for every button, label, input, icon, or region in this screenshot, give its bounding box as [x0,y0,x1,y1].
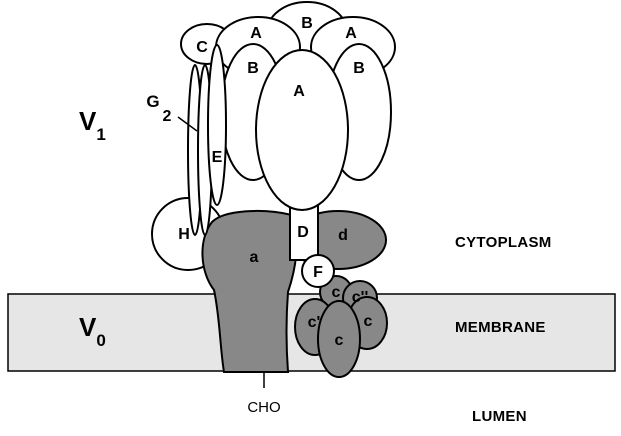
label-c-ring-1: c [332,284,341,301]
label-c-ring-3: c' [308,314,321,331]
label-a-center: A [293,83,305,100]
label-c-ring-2: c'' [352,289,369,306]
label-g2-sub: 2 [163,108,172,125]
label-v1-sub: 1 [96,125,105,144]
subunit-a-center-shape [256,50,348,210]
label-cytoplasm: CYTOPLASM [455,234,552,251]
label-c-ring-5: c [335,332,344,349]
label-h: H [178,226,190,243]
label-d-upper: D [297,224,309,241]
label-b-top: B [301,15,313,32]
label-a-lower: a [250,249,259,266]
subunit-e-shape [208,45,226,205]
label-e: E [212,149,223,166]
label-cho: CHO [247,399,280,416]
label-v1: V1 [79,106,106,144]
label-g2-main: G [146,92,159,111]
label-a-top-left: A [250,25,262,42]
label-b-left: B [247,60,259,77]
label-c-ring-4: c [364,313,373,330]
label-v0-sub: 0 [96,331,105,350]
label-membrane: MEMBRANE [455,319,546,336]
label-f: F [313,264,323,281]
label-a-top-right: A [345,25,357,42]
label-b-right: B [353,60,365,77]
label-lumen: LUMEN [472,408,527,425]
label-c-upper: C [196,39,208,56]
label-d-lower: d [338,227,348,244]
label-v0-main: V [79,312,97,342]
label-v1-main: V [79,106,97,136]
